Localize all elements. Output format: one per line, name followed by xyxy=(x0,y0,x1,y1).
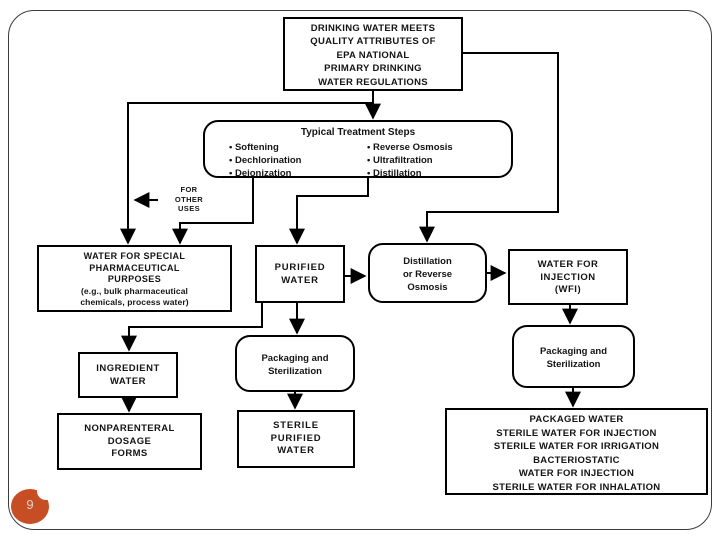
text-line: WATER FOR INJECTION xyxy=(518,468,635,480)
connector-drinking-branch-left xyxy=(120,102,373,245)
text-line: (WFI) xyxy=(554,284,582,295)
box-packaged-waters: PACKAGED WATER STERILE WATER FOR INJECTI… xyxy=(445,408,708,495)
text-line: PURPOSES xyxy=(107,274,162,284)
slide-border-frame xyxy=(8,10,712,530)
text-line: INJECTION xyxy=(540,271,596,283)
connector-treatment-to-special xyxy=(172,178,254,245)
text-line: QUALITY ATTRIBUTES OF xyxy=(310,36,436,48)
text-line: FORMS xyxy=(111,448,148,459)
text-line: FOR xyxy=(180,185,198,194)
bullet-item: • Deionization xyxy=(229,168,292,179)
text-line: PRIMARY DRINKING xyxy=(324,63,422,75)
text-line: PURIFIED xyxy=(274,262,326,273)
connector-treatment-to-purified xyxy=(289,178,369,245)
text-line: WATER REGULATIONS xyxy=(318,76,428,88)
bullet-item: • Dechlorination xyxy=(229,155,302,166)
text-line: WATER FOR xyxy=(537,259,599,270)
bullet-item: • Softening xyxy=(229,142,279,153)
text-line: BACTERIOSTATIC xyxy=(533,454,620,466)
text-line: PHARMACEUTICAL xyxy=(89,262,180,273)
text-line: STERILE xyxy=(273,420,319,431)
label-for-other-uses: FOR OTHER USES xyxy=(160,185,218,214)
text-line: DOSAGE xyxy=(107,435,152,447)
text-line: or Reverse xyxy=(402,269,453,280)
connector-purified-to-ingredient xyxy=(121,303,263,352)
connector-drinking-right-to-distillation xyxy=(419,52,559,243)
text-line: (e.g., bulk pharmaceutical xyxy=(81,285,188,296)
box-nonparenteral-dosage-forms: NONPARENTERAL DOSAGE FORMS xyxy=(57,413,202,470)
text-line: NONPARENTERAL xyxy=(84,423,175,434)
text-line: chemicals, process water) xyxy=(80,296,189,307)
box-purified-water: PURIFIED WATER xyxy=(255,245,345,303)
text-line: INGREDIENT xyxy=(96,363,160,374)
box-sterile-purified-water: STERILE PURIFIED WATER xyxy=(237,410,355,468)
box-water-for-injection: WATER FOR INJECTION (WFI) xyxy=(508,249,628,305)
treatment-steps-right-column: • Reverse Osmosis • Ultrafiltration • Di… xyxy=(367,141,511,180)
text-line: STERILE WATER FOR INJECTION xyxy=(496,427,657,439)
text-line: Packaging and xyxy=(261,353,329,364)
treatment-steps-columns: • Softening • Dechlorination • Deionizat… xyxy=(205,141,511,180)
text-line: STERILE WATER FOR INHALATION xyxy=(492,481,661,493)
text-line: USES xyxy=(177,204,201,213)
treatment-steps-left-column: • Softening • Dechlorination • Deionizat… xyxy=(229,141,367,180)
bullet-item: • Distillation xyxy=(367,168,422,179)
text-line: Packaging and xyxy=(539,346,608,357)
text-line: DRINKING WATER MEETS xyxy=(310,23,436,34)
bullet-item: • Ultrafiltration xyxy=(367,155,433,166)
text-line: WATER FOR SPECIAL xyxy=(83,251,186,261)
text-line: OTHER xyxy=(174,194,204,204)
text-line: PACKAGED WATER xyxy=(529,414,624,425)
page-number: 9 xyxy=(26,497,34,512)
box-packaging-sterilization-mid: Packaging and Sterilization xyxy=(235,335,355,392)
box-ingredient-water: INGREDIENT WATER xyxy=(78,352,178,398)
text-line: PURIFIED xyxy=(270,432,322,444)
page-number-badge: 9 xyxy=(11,483,55,524)
badge-bite-notch xyxy=(37,483,55,500)
box-packaging-sterilization-right: Packaging and Sterilization xyxy=(512,325,635,388)
box-distillation-or-reverse-osmosis: Distillation or Reverse Osmosis xyxy=(368,243,487,303)
text-line: WATER xyxy=(277,445,315,456)
box-water-special-pharmaceutical: WATER FOR SPECIAL PHARMACEUTICAL PURPOSE… xyxy=(37,245,232,312)
text-line: Osmosis xyxy=(407,282,448,293)
text-line: WATER xyxy=(109,375,147,387)
text-line: Distillation xyxy=(403,256,452,267)
treatment-steps-title: Typical Treatment Steps xyxy=(300,127,416,138)
text-line: Sterilization xyxy=(268,366,322,377)
text-line: STERILE WATER FOR IRRIGATION xyxy=(493,441,660,453)
box-typical-treatment-steps: Typical Treatment Steps • Softening • De… xyxy=(203,120,513,180)
text-line: Sterilization xyxy=(546,359,601,370)
text-line: EPA NATIONAL xyxy=(336,49,410,61)
bullet-item: • Reverse Osmosis xyxy=(367,142,453,153)
box-drinking-water-regulations: DRINKING WATER MEETS QUALITY ATTRIBUTES … xyxy=(283,17,463,91)
text-line: WATER xyxy=(281,275,319,286)
